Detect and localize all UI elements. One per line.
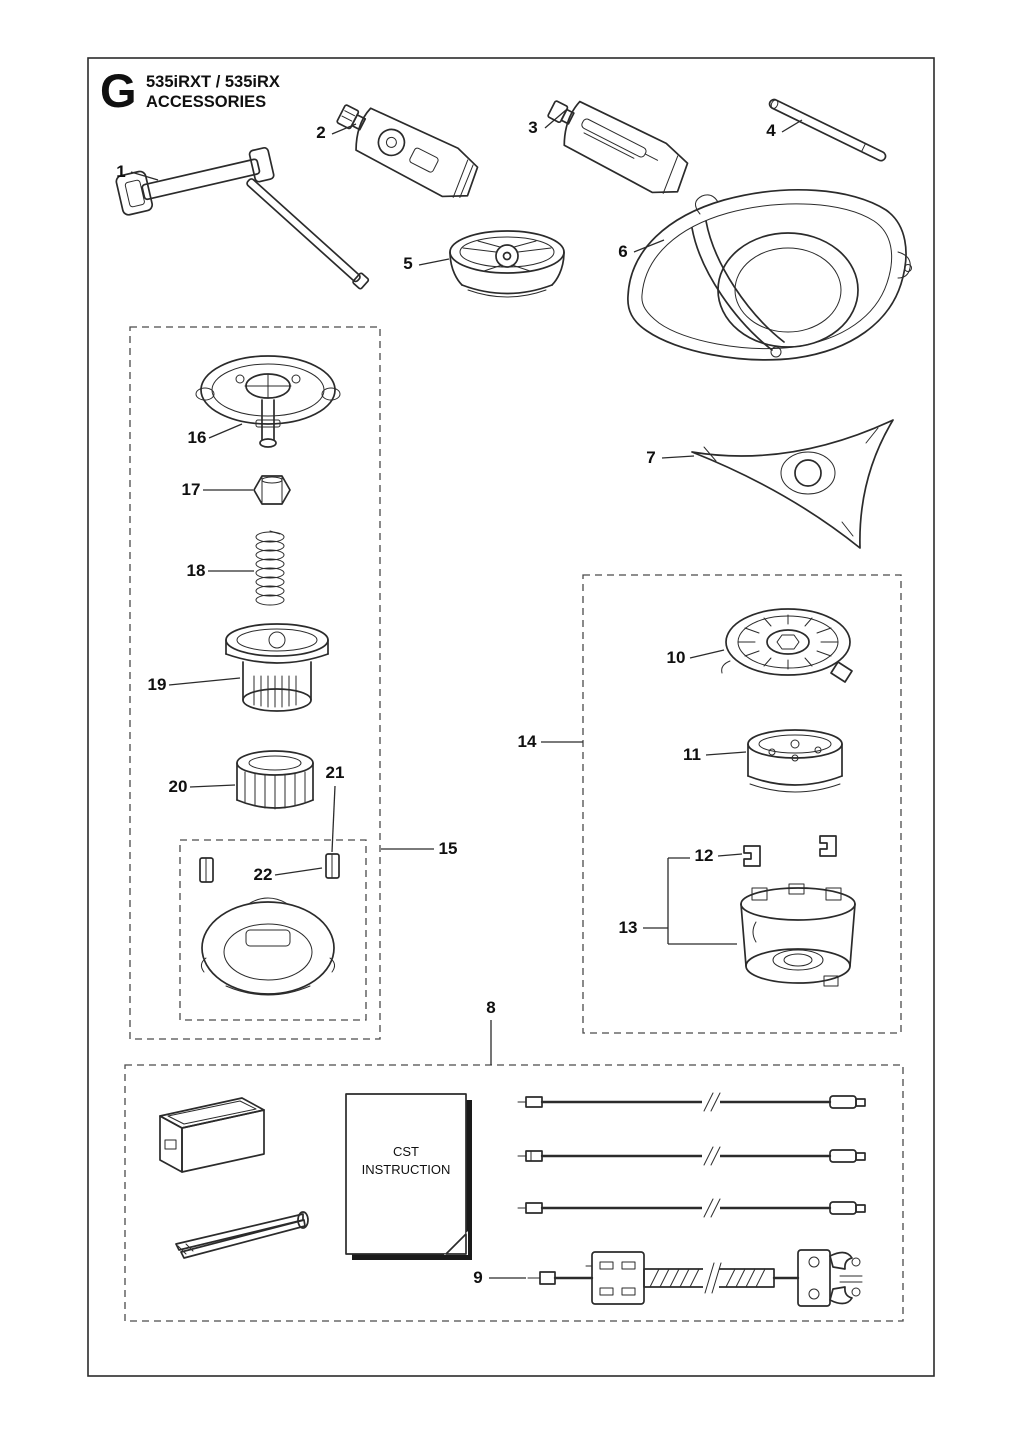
- model-name: 535iRXT / 535iRX: [146, 73, 280, 91]
- trimmer-head-body: [200, 897, 336, 996]
- part-label-17: 17: [182, 480, 201, 499]
- part-9-wiring-harness: [527, 1249, 863, 1307]
- leader-lines: [130, 109, 803, 1279]
- part-16-cover-assembly: [195, 355, 341, 448]
- page-title: ACCESSORIES: [146, 93, 266, 111]
- part-2-grease-tube: [336, 104, 479, 198]
- part-label-11: 11: [683, 745, 701, 764]
- part-label-9: 9: [473, 1268, 482, 1287]
- cable-1: [517, 1092, 866, 1112]
- part-4-tube: [768, 98, 887, 162]
- cable-2: [517, 1146, 866, 1166]
- part-3-grease-tube: [547, 100, 689, 194]
- tweezers: [175, 1211, 309, 1259]
- section-letter: G: [100, 64, 137, 117]
- part-label-3: 3: [528, 118, 537, 137]
- part-label-19: 19: [148, 675, 167, 694]
- part-label-12: 12: [695, 846, 714, 865]
- doc-text-line2: INSTRUCTION: [362, 1162, 451, 1177]
- part-1-combination-wrench: [115, 146, 370, 290]
- doc-text-line1: CST: [393, 1144, 419, 1159]
- part-22-clip-left: [199, 857, 214, 883]
- part-label-16: 16: [188, 428, 207, 447]
- part-label-7: 7: [646, 448, 655, 467]
- part-number-labels: 1 2 3 4 5 6 7 8 9 10 11 12 13 14 15 16 1…: [116, 118, 776, 1287]
- part-18-spring: [255, 530, 285, 606]
- group-box-right: [582, 574, 902, 1034]
- group-box-bottom: [124, 1064, 904, 1322]
- part-17-nut: [253, 475, 291, 505]
- instruction-document: CST INSTRUCTION: [345, 1093, 472, 1260]
- part-20-knob: [236, 750, 314, 810]
- part-label-20: 20: [169, 777, 188, 796]
- part-label-5: 5: [403, 254, 412, 273]
- part-label-6: 6: [618, 242, 627, 261]
- part-7-grass-blade: [691, 419, 894, 549]
- part-label-4: 4: [766, 121, 776, 140]
- group-box-inner: [179, 839, 367, 1021]
- part-10-spool-cover: [721, 608, 853, 683]
- part-label-8: 8: [486, 998, 495, 1017]
- cable-3: [517, 1198, 866, 1218]
- part-5-support-cup: [449, 230, 565, 298]
- part-label-10: 10: [667, 648, 686, 667]
- part-label-2: 2: [316, 123, 325, 142]
- part-label-22: 22: [254, 865, 273, 884]
- part-label-18: 18: [187, 561, 206, 580]
- part-label-21: 21: [326, 763, 345, 782]
- part-19-spool-housing: [225, 623, 329, 712]
- part-12-clips: [743, 835, 837, 867]
- group-box-left: [129, 326, 381, 1040]
- part-label-15: 15: [439, 839, 458, 858]
- page-border: [87, 57, 935, 1377]
- part-label-13: 13: [619, 918, 638, 937]
- part-label-14: 14: [518, 732, 537, 751]
- part-21-clip-right: [325, 853, 340, 879]
- part-6-trimmer-guard: [627, 189, 912, 361]
- part-label-1: 1: [116, 162, 125, 181]
- part-11-spool: [747, 729, 843, 793]
- battery-box: [159, 1097, 265, 1173]
- part-13-housing: [740, 883, 856, 987]
